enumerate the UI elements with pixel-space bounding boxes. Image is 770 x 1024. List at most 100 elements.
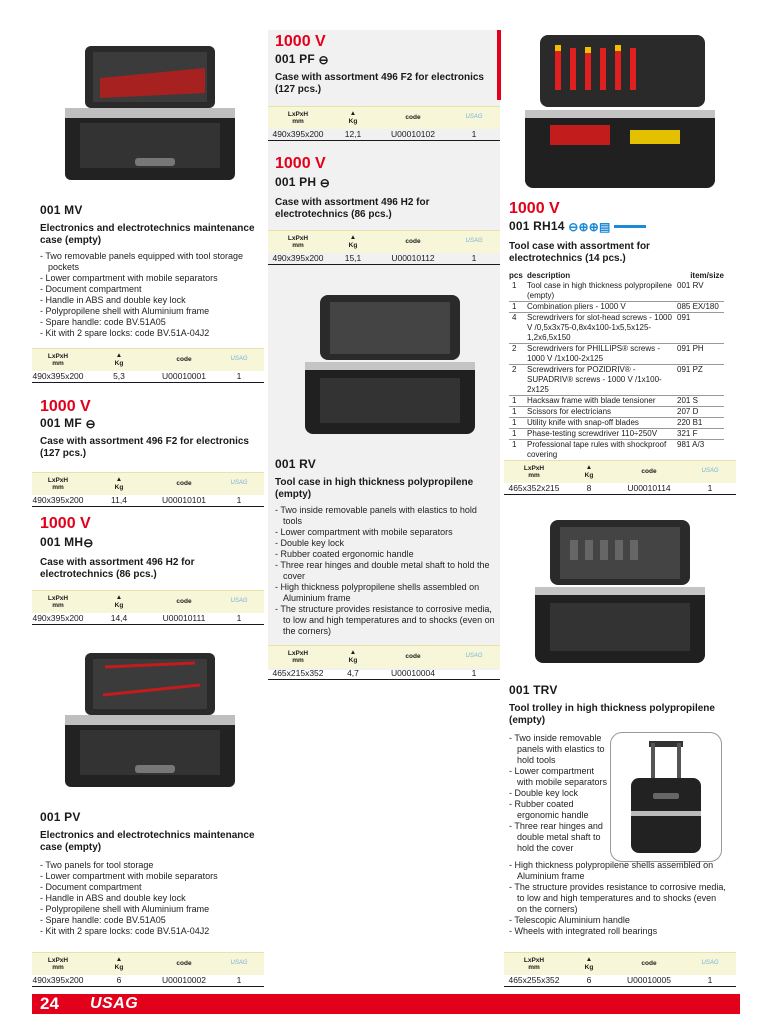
spec-header-unit: mm — [52, 964, 64, 971]
spec-header-dims: LxPxH — [523, 465, 545, 472]
item-code: 091 — [677, 313, 691, 322]
insulated-tool-icon: ⊖ — [85, 416, 96, 431]
feature-item: - Lower compartment with mobile separato… — [40, 273, 218, 283]
spec-code: U00010005 — [627, 975, 671, 985]
insulated-tool-icon: ⊖ — [83, 535, 94, 550]
spec-header-code: code — [176, 356, 192, 363]
item-code: 981 A/3 — [677, 440, 705, 449]
feature-item: - Double key lock — [509, 788, 579, 798]
insulated-tool-icon: ⊖ — [318, 52, 329, 67]
item-desc: Screwdrivers for PHILLIPS® screws - 1000… — [527, 344, 661, 363]
item-desc: Screwdrivers for slot-head screws - 1000… — [527, 313, 672, 342]
spec-header-code: code — [405, 114, 421, 121]
table-header-pcs: pcs — [509, 271, 523, 280]
spec-qty: 1 — [707, 975, 713, 985]
product-code-mf: 001 MF ⊖ — [40, 416, 96, 431]
brand-logo: USAG — [90, 995, 139, 1012]
feature-item: - Three rear hinges and double metal sha… — [509, 821, 603, 853]
spec-header-dims: LxPxH — [523, 957, 545, 964]
table-row: 4 Screwdrivers for slot-head screws - 100… — [509, 313, 724, 344]
spec-header-unit: mm — [52, 360, 64, 367]
spec-header-code: code — [176, 960, 192, 967]
spec-header-code: code — [176, 480, 192, 487]
spec-header-code: code — [405, 653, 421, 660]
spec-code: U00010111 — [162, 613, 206, 623]
spec-header-dims: LxPxH — [47, 477, 69, 484]
feature-item: - Spare handle: code BV.51A05 — [40, 915, 166, 925]
case-rv-photo — [305, 295, 475, 434]
spec-kg: 4,7 — [347, 668, 359, 678]
usag-logo-icon: USAG — [230, 960, 248, 966]
feature-item: - Spare handle: code BV.51A05 — [40, 317, 166, 327]
feature-item: - Two inside removable panels with elast… — [275, 505, 477, 526]
spec-code: U00010102 — [391, 129, 435, 139]
spec-kg: 6 — [586, 975, 592, 985]
feature-list-rv: - Two inside removable panels with elast… — [275, 505, 495, 637]
item-code: 207 D — [677, 407, 699, 416]
item-pcs: 1 — [512, 429, 517, 438]
spec-kg: 6 — [116, 975, 122, 985]
feature-item: - Kit with 2 spare locks: code BV.51A-04… — [40, 926, 210, 936]
spec-code: U00010114 — [627, 483, 671, 493]
spec-code: U00010004 — [391, 668, 435, 678]
item-desc: Tool case in high thickness polypropilen… — [527, 281, 672, 300]
slot-screwdriver-icon: ⊖ — [568, 219, 579, 234]
product-code-pv: 001 PV — [40, 810, 81, 824]
spec-dims: 490x395x200 — [32, 371, 84, 381]
item-code: 321 F — [677, 429, 698, 438]
product-code-text: 001 MH — [40, 535, 84, 549]
product-code-text: 001 PF — [275, 52, 315, 66]
spec-kg: 5,3 — [113, 371, 125, 381]
spec-header-kg: Kg — [348, 242, 358, 249]
product-code-trv: 001 TRV — [509, 683, 558, 697]
item-desc: Professional tape rules with shockproof … — [527, 440, 667, 459]
item-pcs: 4 — [512, 313, 517, 322]
product-title-pf: Case with assortment 496 F2 for electron… — [275, 72, 484, 95]
usag-logo-icon: USAG — [465, 114, 483, 120]
spec-header-unit: mm — [528, 964, 540, 971]
item-code: 220 B1 — [677, 418, 703, 427]
spec-header-kg: Kg — [584, 964, 594, 971]
item-desc: Phase-testing screwdriver 110÷250V — [527, 429, 658, 438]
spec-header-kg: Kg — [114, 360, 124, 367]
feature-item: - Handle in ABS and double key lock — [40, 295, 186, 305]
usag-logo-icon: USAG — [230, 598, 248, 604]
usag-logo-icon: USAG — [230, 480, 248, 486]
feature-item: - Rubber coated ergonomic handle — [275, 549, 414, 559]
product-title-rv: Tool case in high thickness polypropilen… — [275, 477, 474, 500]
usag-logo-icon: USAG — [465, 238, 483, 244]
spec-header-kg: Kg — [114, 602, 124, 609]
item-desc: Hacksaw frame with blade tensioner — [527, 396, 656, 405]
feature-item: - Double key lock — [275, 538, 345, 548]
spec-header-kg: Kg — [348, 118, 358, 125]
feature-item: - Two inside removable panels with elast… — [509, 733, 605, 765]
spec-dims: 465x215x352 — [272, 668, 324, 678]
item-desc: Scissors for electricians — [527, 407, 612, 416]
phillips-screwdriver-icon: ⊕ — [578, 219, 589, 234]
item-code: 091 PZ — [677, 365, 703, 374]
product-code-rh14: 001 RH14 ⊖⊕⊕▤ — [509, 219, 646, 234]
feature-item: - The structure provides resistance to c… — [275, 604, 495, 636]
trolley-photo — [631, 741, 701, 853]
pozidriv-screwdriver-icon: ⊕ — [588, 219, 599, 234]
spec-kg: 8 — [586, 483, 592, 493]
feature-list-pv: - Two panels for tool storage - Lower co… — [40, 860, 260, 937]
spec-qty: 1 — [236, 371, 242, 381]
spec-kg: 12,1 — [344, 129, 362, 139]
spec-qty: 1 — [471, 668, 477, 678]
spec-header-unit: mm — [528, 472, 540, 479]
case-pv-photo — [65, 653, 235, 787]
feature-item: - Two panels for tool storage — [40, 860, 154, 870]
feature-item: - Polypropilene shell with Aluminium fra… — [40, 904, 210, 914]
spec-dims: 465x352x215 — [508, 483, 560, 493]
product-code-mv: 001 MV — [40, 203, 83, 217]
spec-dims: 490x395x200 — [32, 613, 84, 623]
